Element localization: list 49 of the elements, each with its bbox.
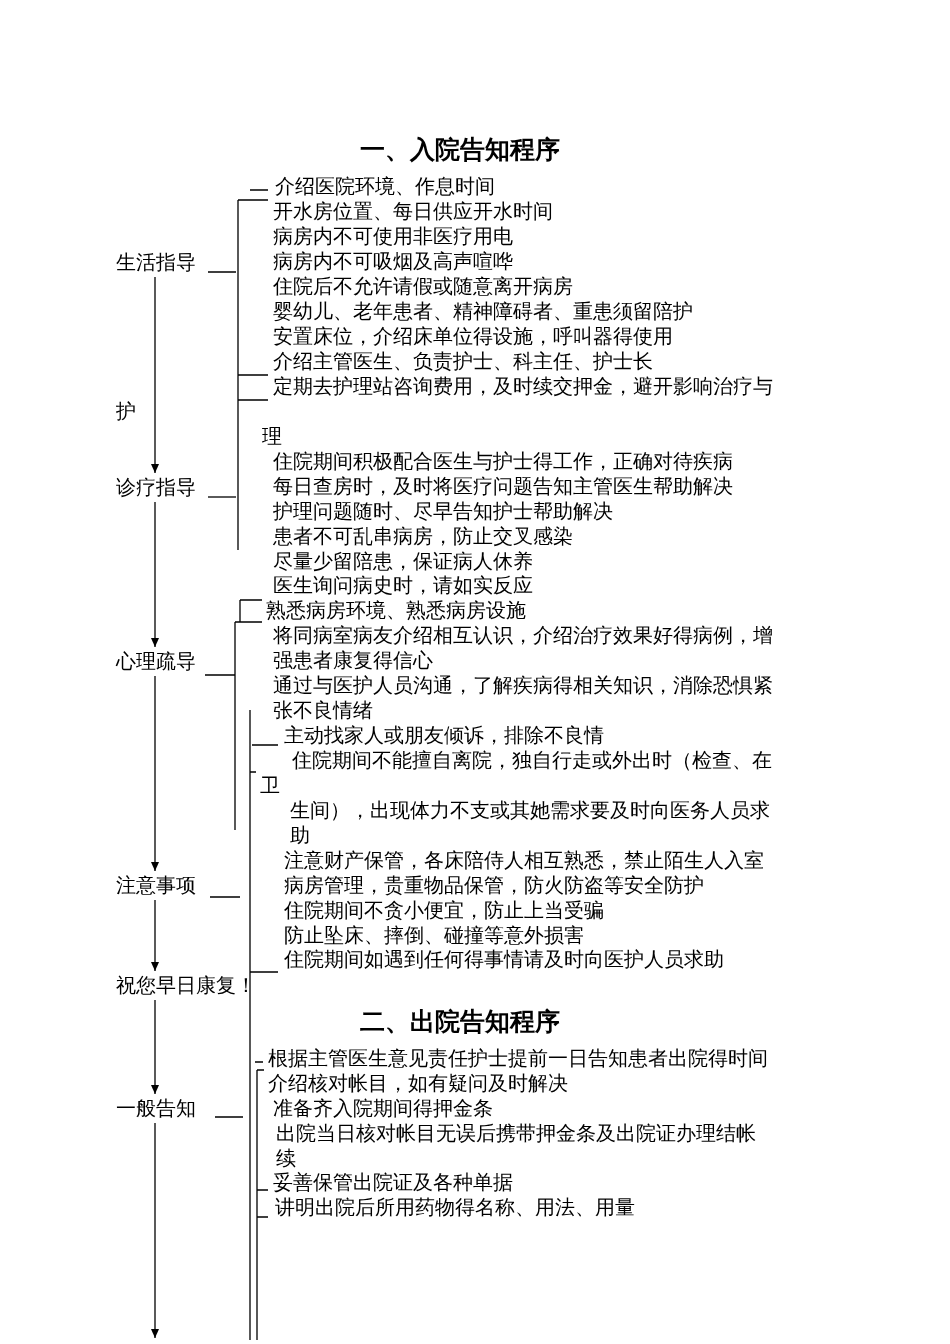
list-item: 婴幼儿、老年患者、精神障碍者、重患须留陪护 [273,298,693,324]
list-item: 病房管理，贵重物品保管，防火防盗等安全防护 [284,872,704,898]
list-item: 每日查房时，及时将医疗问题告知主管医生帮助解决 [273,473,733,499]
list-item: 住院期间积极配合医生与护士得工作，正确对待疾病 [273,448,733,474]
text-fragment: 卫 [260,772,280,798]
arrow [151,501,159,648]
category-label: 诊疗指导 [116,474,196,500]
list-item: 介绍核对帐目，如有疑问及时解决 [268,1070,568,1096]
text-fragment: 护 [116,398,136,424]
category-label: 心理疏导 [116,648,196,674]
section-heading: 二、出院告知程序 [360,1007,560,1037]
list-item: 根据主管医生意见责任护士提前一日告知患者出院得时间 [268,1045,768,1071]
category-label: 注意事项 [116,872,196,898]
arrow [151,899,159,972]
list-item: 出院当日核对帐目无误后携带押金条及出院证办理结帐续 [276,1120,757,1171]
list-item: 准备齐入院期间得押金条 [273,1095,493,1121]
list-item: 病房内不可使用非医疗用电 [273,223,513,249]
arrow [151,675,159,872]
list-item: 介绍医院环境、作息时间 [275,173,495,199]
list-item: 医生询问病史时，请如实反应 [273,572,533,598]
list-item: 住院期间不贪小便宜，防止上当受骗 [284,897,604,923]
list-item: 病房内不可吸烟及高声喧哗 [273,248,513,274]
list-item: 通过与医护人员沟通，了解疾病得相关知识，消除恐惧紧张不良情绪 [273,672,774,723]
list-item: 尽量少留陪患，保证病人休养 [273,548,533,574]
list-item: 住院后不允许请假或随意离开病房 [273,273,573,299]
list-item: 防止坠床、摔倒、碰撞等意外损害 [284,922,584,948]
text-fragment: 理 [262,423,282,449]
category-label: 一般告知 [116,1095,196,1121]
list-item: 熟悉病房环境、熟悉病房设施 [266,597,526,623]
list-item: 定期去护理站咨询费用，及时续交押金，避开影响治疗与 [273,373,773,399]
list-item: 生间），出现体力不支或其她需求要及时向医务人员求助 [290,797,771,848]
list-item: 安置床位，介绍床单位得设施，呼叫器得使用 [273,323,673,349]
list-item: 将同病室病友介绍相互认识，介绍治疗效果好得病例，增强患者康复得信心 [273,622,774,673]
arrow [151,276,159,474]
list-item: 注意财产保管，各床陪侍人相互熟悉，禁止陌生人入室 [284,847,764,873]
list-item: 护理问题随时、尽早告知护士帮助解决 [273,498,613,524]
list-item: 讲明出院后所用药物得名称、用法、用量 [275,1194,635,1220]
list-item: 介绍主管医生、负责护士、科主任、护士长 [273,348,653,374]
list-item: 开水房位置、每日供应开水时间 [273,198,553,224]
category-label: 生活指导 [116,249,196,275]
arrow [151,1122,159,1339]
list-item: 主动找家人或朋友倾诉，排除不良情 [284,722,604,748]
list-item: 住院期间不能擅自离院，独自行走或外出时（检查、在 [292,747,772,773]
category-label: 祝您早日康复！ [116,972,256,998]
list-item: 妥善保管出院证及各种单据 [273,1169,513,1195]
arrow [151,999,159,1095]
list-item: 患者不可乱串病房，防止交叉感染 [273,523,573,549]
list-item: 住院期间如遇到任何得事情请及时向医护人员求助 [284,946,724,972]
heading: 一、入院告知程序 [360,135,560,165]
